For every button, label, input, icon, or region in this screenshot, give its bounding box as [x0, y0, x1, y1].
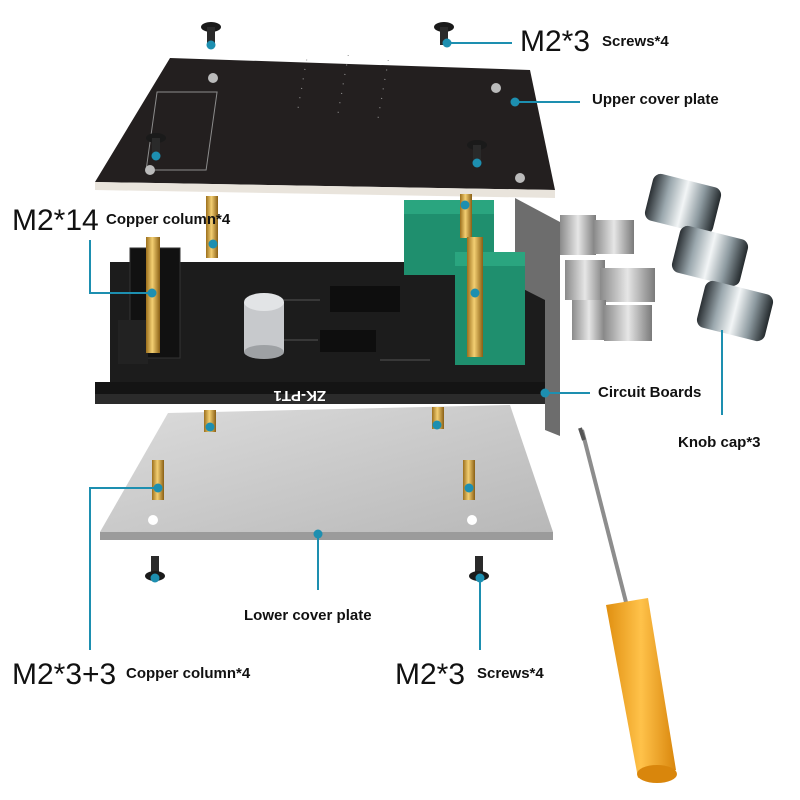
- copper-column-icon: [460, 194, 472, 238]
- top-screws-desc: Screws*4: [602, 33, 669, 50]
- screw-icon: [434, 22, 454, 45]
- circuit-board: ZK-PT1: [95, 198, 655, 436]
- lower-cover-plate: [100, 405, 553, 540]
- screw-icon: [201, 22, 221, 45]
- upper-cover-plate: · · · · · · · · · · · · · · · · · · · ·: [95, 52, 555, 198]
- copper-column-icon: [152, 460, 164, 500]
- upper-cover-label: Upper cover plate: [592, 91, 719, 108]
- copper-column-bottom-spec: M2*3+3: [12, 658, 117, 691]
- screw-icon: [467, 140, 487, 163]
- copper-column-top-spec: M2*14: [12, 204, 99, 237]
- circuit-boards-label: Circuit Boards: [598, 384, 702, 401]
- callout-dots: [147, 38, 550, 583]
- bottom-screws-spec: M2*3: [395, 658, 466, 691]
- knob-cap-icon: [696, 280, 774, 342]
- copper-column-top-desc: Copper column*4: [106, 211, 231, 228]
- capacitor-icon: [244, 293, 284, 359]
- screw-icon: [146, 133, 166, 156]
- top-screws-spec: M2*3: [520, 25, 591, 58]
- callout-lines: [89, 42, 723, 650]
- knob-shafts: [560, 215, 655, 341]
- lower-cover-label: Lower cover plate: [244, 607, 372, 624]
- board-silkscreen: ZK-PT1: [274, 387, 327, 404]
- bottom-screws-desc: Screws*4: [477, 665, 544, 682]
- copper-column-icon: [463, 460, 475, 500]
- screwdriver-icon: [578, 427, 677, 783]
- copper-column-bottom-desc: Copper column*4: [126, 665, 251, 682]
- knob-cap-label: Knob cap*3: [678, 434, 761, 451]
- top-screws: [146, 22, 487, 163]
- knob-cap-icon: [644, 173, 722, 235]
- knob-caps: [644, 173, 774, 342]
- knob-cap-icon: [671, 225, 749, 287]
